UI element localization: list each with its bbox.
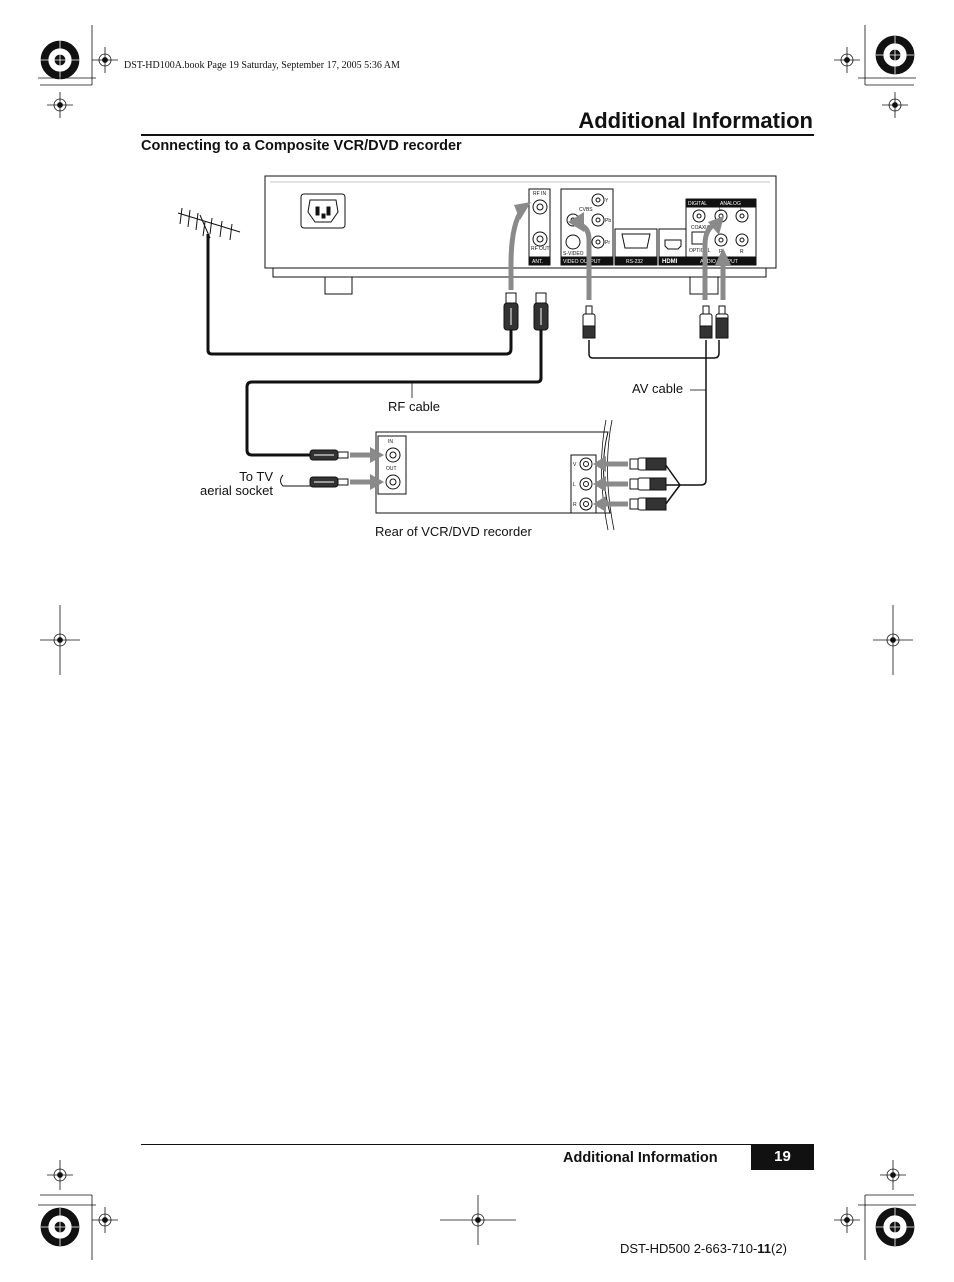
rf-plug-icon: [309, 476, 349, 488]
model-code-bold: 11: [757, 1241, 772, 1256]
rca-plug-icon: [715, 305, 729, 339]
optical-label: OPTICAL: [689, 248, 711, 254]
page-number: 19: [751, 1144, 814, 1170]
registration-mark-icon: [40, 1207, 80, 1247]
rf-plug-icon: [533, 292, 549, 331]
hdmi-label: HDMI: [662, 259, 678, 265]
analog-label: ANALOG: [720, 201, 741, 207]
subsection-title: Connecting to a Composite VCR/DVD record…: [141, 138, 462, 154]
audio-r-label: R: [719, 249, 723, 255]
recorder-out-label: OUT: [386, 466, 397, 472]
digital-label: DIGITAL: [688, 201, 707, 207]
vcr-dvd-recorder-rear: [375, 419, 615, 531]
title-rule: [141, 134, 814, 136]
model-code-prefix: DST-HD500 2-663-710-: [620, 1241, 758, 1256]
section-title: Additional Information: [578, 108, 813, 133]
registration-mark-icon: [875, 35, 915, 75]
rca-plug-icon: [699, 305, 713, 339]
audio-l2-label: L: [740, 207, 743, 213]
crosshair-icon: [47, 1160, 73, 1190]
crosshair-icon: [834, 47, 860, 73]
crosshair-icon: [440, 1195, 516, 1245]
audio-r2-label: R: [740, 249, 744, 255]
s-video-label: S-VIDEO: [563, 251, 584, 257]
audio-l-label: L: [719, 207, 722, 213]
rf-in-label: RF IN: [533, 191, 546, 197]
recorder-in-label: IN: [388, 439, 393, 445]
footer-rule: [141, 1144, 751, 1145]
registration-mark-icon: [40, 40, 80, 80]
to-tv-line1: To TV: [239, 469, 273, 484]
crosshair-icon: [40, 605, 80, 675]
rca-plug-icon: [629, 457, 667, 471]
rf-plug-icon: [309, 449, 349, 461]
registration-mark-icon: [875, 1207, 915, 1247]
video-output-label: VIDEO OUTPUT: [563, 259, 601, 265]
cvbs-label: CVBS: [579, 207, 593, 213]
rf-plug-icon: [503, 292, 519, 331]
aerial-antenna-icon: [177, 207, 241, 241]
rca-plug-icon: [629, 477, 667, 491]
crosshair-icon: [880, 1160, 906, 1190]
recorder-v-label: V: [573, 462, 577, 468]
rf-cable-label: RF cable: [388, 399, 441, 414]
rca-plug-icon: [629, 497, 667, 511]
av-cable-label: AV cable: [632, 381, 684, 396]
rf-out-label: RF OUT: [531, 246, 550, 252]
crosshair-icon: [92, 1207, 118, 1233]
to-tv-label: To TV aerial socket: [193, 470, 273, 498]
crosshair-icon: [873, 605, 913, 675]
rs232-label: RS-232: [626, 259, 643, 265]
rear-recorder-label: Rear of VCR/DVD recorder: [375, 524, 532, 539]
rca-plug-icon: [582, 305, 596, 339]
model-code: DST-HD500 2-663-710-11(2): [620, 1241, 787, 1256]
to-tv-line2: aerial socket: [200, 483, 273, 498]
receiver-rear-panel: [264, 175, 777, 295]
crosshair-icon: [47, 92, 73, 118]
pb-label: Pb: [605, 218, 611, 224]
crosshair-icon: [92, 47, 118, 73]
crosshair-icon: [834, 1207, 860, 1233]
crosshair-icon: [882, 92, 908, 118]
coaxial-label: COAXIAL: [691, 225, 713, 231]
y-label: Y: [605, 198, 609, 204]
recorder-r-label: R: [573, 502, 577, 508]
pr-label: Pr: [605, 240, 610, 246]
footer-section-title: Additional Information: [563, 1150, 718, 1166]
ant-label: ANT.: [532, 259, 543, 265]
recorder-l-label: L: [573, 482, 576, 488]
model-code-suffix: (2): [771, 1241, 787, 1256]
book-header-stamp: DST-HD100A.book Page 19 Saturday, Septem…: [124, 60, 400, 71]
